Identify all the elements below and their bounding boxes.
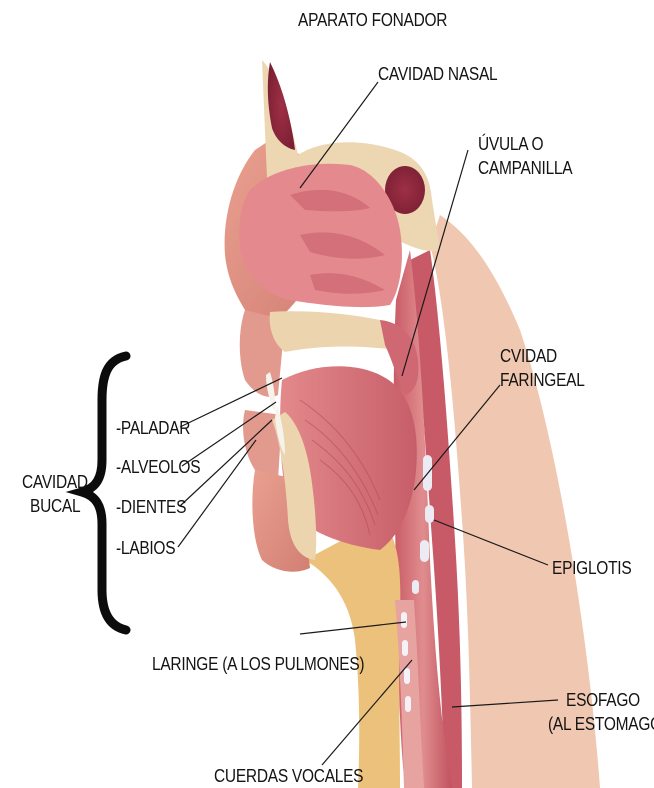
label-uvula-line1: ÚVULA O — [478, 132, 543, 156]
esophagus-leader — [452, 700, 558, 707]
label-epiglottis: EPIGLOTIS — [552, 556, 631, 580]
label-alveoli: -ALVEOLOS — [116, 455, 200, 479]
diagram-title: APARATO FONADOR — [298, 8, 447, 32]
label-larynx: LARINGE (A LOS PULMONES) — [152, 652, 364, 676]
pharynx-leader — [414, 385, 500, 490]
label-pharynx-line2: FARINGEAL — [500, 368, 585, 392]
label-esophagus-line1: ESOFAGO — [566, 688, 640, 712]
label-nasal-cavity: CAVIDAD NASAL — [378, 62, 497, 86]
label-lips: -LABIOS — [116, 536, 175, 560]
larynx-leader — [300, 622, 406, 634]
label-esophagus-line2: (AL ESTOMAGO) — [548, 712, 654, 736]
label-oral-cavity-line2: BUCAL — [30, 494, 80, 518]
label-palate: -PALADAR — [116, 416, 190, 440]
oral-cavity-brace — [82, 356, 126, 630]
label-oral-cavity-line1: CAVIDAD — [22, 470, 88, 494]
label-vocal-cords: CUERDAS VOCALES — [214, 764, 363, 788]
nasal-leader — [300, 82, 378, 188]
label-uvula-line2: CAMPANILLA — [478, 156, 572, 180]
epiglottis-leader — [434, 520, 548, 565]
palate-leader — [180, 378, 282, 427]
label-teeth: -DIENTES — [116, 495, 186, 519]
label-pharynx-line1: CVIDAD — [500, 344, 557, 368]
uvula-leader — [402, 150, 468, 376]
